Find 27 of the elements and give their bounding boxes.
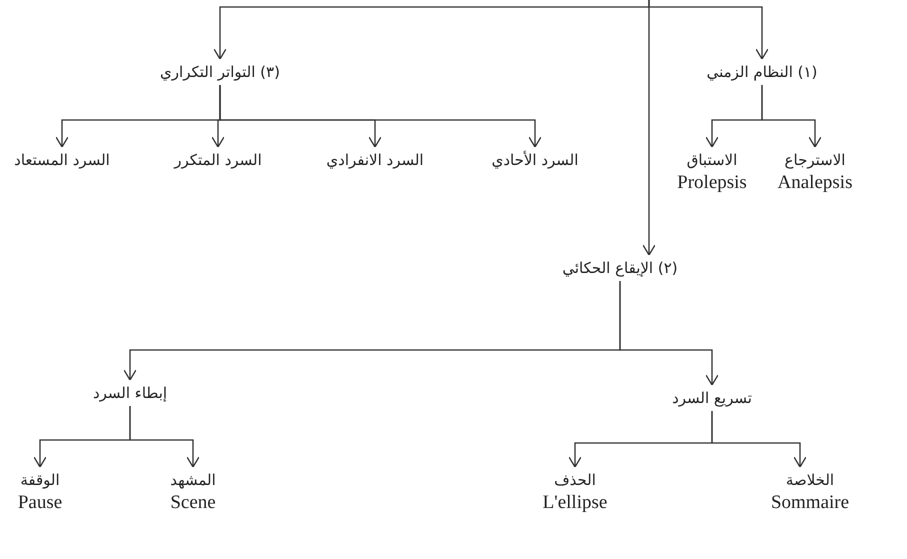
term-label: (١) النظام الزمني xyxy=(706,62,818,82)
term-label: المشهد xyxy=(170,470,216,490)
term-translation: Prolepsis xyxy=(677,171,747,195)
term-label: السرد الأحادي xyxy=(492,150,578,170)
term-label: الحذف xyxy=(553,470,597,490)
term-label: تسريع السرد xyxy=(672,388,752,408)
term-translation: Scene xyxy=(170,491,216,515)
term-translation: Pause xyxy=(18,491,62,515)
term-label: الاستباق xyxy=(686,150,738,170)
arrow xyxy=(705,85,763,148)
term-label: السرد المستعاد xyxy=(14,150,110,170)
arrow xyxy=(55,85,221,148)
term-label: الخلاصة xyxy=(784,470,836,490)
term-label: الاسترجاع xyxy=(784,150,846,170)
term-label: (٣) التواتر التكراري xyxy=(160,62,280,82)
term-translation: L'ellipse xyxy=(542,491,608,515)
term-label: (٢) الإيقاع الحكائي xyxy=(562,258,678,278)
term-label: إبطاء السرد xyxy=(92,383,168,403)
term-label: السرد المتكرر xyxy=(174,150,262,170)
term-label: الوقفة xyxy=(19,470,61,490)
term-translation: Analepsis xyxy=(778,171,852,195)
arrow xyxy=(619,281,719,386)
arrow xyxy=(642,0,656,256)
arrow xyxy=(711,411,807,468)
term-label: السرد الانفرادي xyxy=(326,150,424,170)
term-translation: Sommaire xyxy=(770,491,850,515)
arrow xyxy=(33,406,131,468)
